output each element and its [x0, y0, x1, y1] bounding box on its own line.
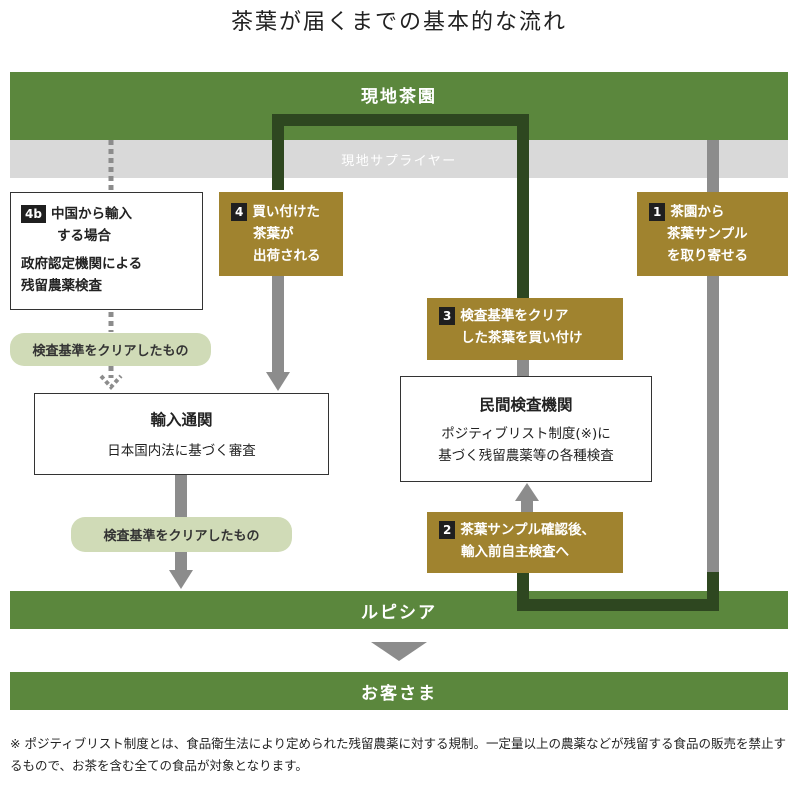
band-local-supplier-label: 現地サプライヤー	[341, 153, 457, 169]
step3-line1: 検査基準をクリア	[460, 308, 569, 324]
import-customs-box: 輸入通関 日本国内法に基づく審査	[34, 393, 329, 475]
step-badge-3: 3	[439, 307, 456, 325]
cleared-standard-pill-upper: 検査基準をクリアしたもの	[10, 333, 211, 366]
band-customer: お客さま	[10, 672, 788, 710]
customs-arrow-head	[169, 570, 193, 589]
step1-line2: 茶葉サンプル	[667, 226, 748, 242]
import-from-china-line1: 中国から輸入	[50, 206, 132, 222]
step4-arrow-head	[266, 372, 290, 391]
private-lab-sub2: 基づく残留農薬等の各種検査	[438, 448, 614, 464]
band-local-supplier: 現地サプライヤー	[10, 140, 788, 178]
step-badge-1: 1	[649, 203, 666, 221]
dotted-arrow-head	[99, 374, 123, 390]
step4-line1: 買い付けた	[252, 204, 320, 220]
private-lab-title: 民間検査機関	[479, 396, 573, 414]
band-customer-label: お客さま	[361, 683, 437, 704]
step-badge-2: 2	[439, 521, 456, 539]
import-from-china-line3: 政府認定機関による	[21, 256, 143, 272]
step4-line2: 茶葉が	[253, 226, 294, 242]
customs-title: 輸入通関	[150, 411, 213, 429]
step2-line2: 輸入前自主検査へ	[461, 544, 569, 560]
import-from-china-line2: する場合	[57, 228, 111, 244]
band-local-farm: 現地茶園	[10, 72, 788, 140]
step1-line3: を取り寄せる	[667, 248, 748, 264]
import-from-china-line4: 残留農薬検査	[21, 278, 102, 294]
footnote: ※ ポジティブリスト制度とは、食品衛生法により定められた残留農薬に対する規制。一…	[10, 736, 786, 773]
step4-line3: 出荷される	[253, 248, 321, 264]
page-title: 茶葉が届くまでの基本的な流れ	[230, 10, 567, 35]
band-local-farm-label: 現地茶園	[361, 86, 437, 107]
step2-arrow-head	[515, 483, 539, 501]
farm-loop-line	[272, 114, 529, 300]
private-lab-sub1: ポジティブリスト制度(※)に	[441, 426, 611, 442]
step2-line1: 茶葉サンプル確認後、	[460, 522, 595, 538]
lupicia-loop-line	[517, 570, 719, 611]
lupicia-to-customer-arrow	[371, 642, 427, 661]
cleared-standard-pill-lower: 検査基準をクリアしたもの	[71, 517, 292, 552]
step3-line2: した茶葉を買い付け	[461, 330, 583, 346]
step1-line1: 茶園から	[670, 204, 725, 220]
private-inspection-lab-box: 民間検査機関 ポジティブリスト制度(※)に 基づく残留農薬等の各種検査	[400, 376, 652, 482]
customs-sub: 日本国内法に基づく審査	[107, 443, 256, 459]
band-lupicia-label: ルピシア	[361, 602, 437, 623]
step-badge-4: 4	[231, 203, 248, 221]
step-badge-4b: 4b	[21, 205, 46, 223]
